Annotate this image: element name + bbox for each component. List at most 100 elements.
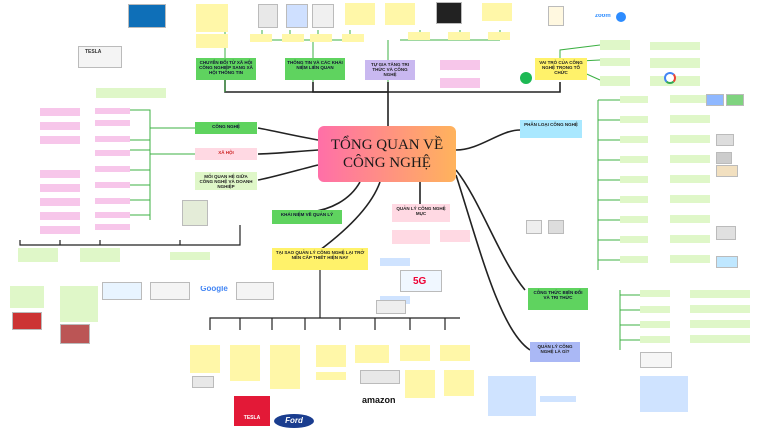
detail-box — [40, 108, 80, 116]
detail-box — [310, 34, 332, 42]
detail-box — [60, 286, 98, 322]
detail-box — [95, 108, 130, 114]
thumbnail-image — [716, 256, 738, 268]
thumbnail-image — [716, 152, 732, 164]
thumbnail-image — [526, 220, 542, 234]
branch-cong-nghe: CÔNG NGHỆ — [195, 122, 257, 134]
detail-box — [95, 198, 130, 204]
fiveg-image: 5G — [400, 270, 442, 292]
detail-box — [448, 32, 470, 40]
thumbnail-image — [286, 4, 308, 28]
detail-box — [95, 224, 130, 230]
thumbnail-image — [376, 300, 406, 314]
spotify-icon — [520, 72, 532, 84]
detail-box — [40, 212, 80, 220]
detail-box — [196, 4, 228, 32]
detail-box — [40, 226, 80, 234]
detail-box — [96, 88, 166, 98]
detail-box — [620, 236, 648, 243]
detail-box — [282, 34, 304, 42]
detail-box — [620, 196, 648, 203]
detail-box — [488, 32, 510, 40]
detail-box — [650, 58, 700, 68]
zoom-icon — [616, 12, 626, 22]
branch-tai-sao: TẠI SAO QUẢN LÝ CÔNG NGHỆ LẠI TRỞ NÊN CẤ… — [272, 248, 368, 270]
detail-box — [488, 376, 536, 416]
branch-chuyen-doi: CHUYỂN ĐỔI TỪ XÃ HỘI CÔNG NGHIỆP SANG XÃ… — [196, 58, 256, 80]
detail-box — [600, 76, 630, 86]
branch-xa-hoi: XÃ HỘI — [195, 148, 257, 160]
detail-box — [316, 372, 346, 380]
branch-phan-loai: PHÂN LOẠI CÔNG NGHỆ — [520, 120, 582, 138]
detail-box — [444, 370, 474, 396]
thumbnail-image — [548, 6, 564, 26]
detail-box — [40, 136, 80, 144]
detail-box — [440, 345, 470, 361]
detail-box — [95, 150, 130, 156]
detail-box — [650, 42, 700, 50]
google-logo: Google — [200, 286, 228, 293]
detail-box — [345, 3, 375, 25]
thumbnail-image — [716, 165, 738, 177]
tesla-showroom-image: TESLA — [78, 46, 122, 68]
detail-box — [640, 336, 670, 343]
detail-box — [95, 212, 130, 218]
detail-box — [95, 136, 130, 142]
detail-box — [670, 115, 710, 123]
detail-box — [95, 182, 130, 188]
thumbnail-image — [236, 282, 274, 300]
detail-box — [670, 95, 710, 103]
detail-box — [620, 116, 648, 123]
detail-box — [408, 32, 430, 40]
detail-box — [18, 248, 58, 262]
detail-box — [640, 290, 670, 297]
detail-box — [355, 345, 389, 363]
branch-quan-ly-la-gi: QUẢN LÝ CÔNG NGHỆ LÀ GÌ? — [530, 342, 580, 362]
amazon-logo: amazon — [362, 398, 396, 405]
detail-box — [620, 96, 648, 103]
detail-box — [670, 235, 710, 243]
thumbnail-image — [150, 282, 190, 300]
detail-box — [600, 40, 630, 50]
branch-moi-quan-he: MỐI QUAN HỆ GIỮA CÔNG NGHỆ VÀ DOANH NGHI… — [195, 172, 257, 190]
detail-box — [385, 3, 415, 25]
thumbnail-image — [12, 312, 42, 330]
detail-box — [670, 155, 710, 163]
tesla-logo: TESLA — [234, 396, 270, 426]
detail-box — [482, 3, 512, 21]
factory-image — [182, 200, 208, 226]
detail-box — [270, 345, 300, 389]
detail-box — [95, 166, 130, 172]
branch-thong-tin: THÔNG TIN VÀ CÁC KHÁI NIỆM LIÊN QUAN — [285, 58, 345, 80]
detail-box — [250, 34, 272, 42]
zoom-logo: zoom — [595, 14, 611, 19]
detail-box — [620, 176, 648, 183]
detail-box — [640, 376, 688, 412]
detail-box — [170, 252, 210, 260]
thumbnail-image — [716, 134, 734, 146]
branch-cong-thuc: CÔNG THỨC BIẾN ĐỔI VÀ TRI THỨC — [528, 288, 588, 310]
google-g-icon — [664, 72, 676, 84]
detail-box — [196, 34, 228, 48]
thumbnail-image — [60, 324, 90, 344]
thumbnail-image — [258, 4, 278, 28]
branch-quan-ly-muc: QUẢN LÝ CÔNG NGHỆ MỤC — [392, 204, 450, 222]
detail-box — [380, 258, 410, 266]
detail-box — [620, 156, 648, 163]
branch-khai-niem: KHÁI NIỆM VỀ QUẢN LÝ — [272, 210, 342, 224]
detail-box — [690, 335, 750, 343]
thumbnail-image — [716, 226, 736, 240]
detail-box — [690, 320, 750, 328]
detail-box — [40, 122, 80, 130]
thumbnail-image — [102, 282, 142, 300]
detail-box — [640, 321, 670, 328]
thumbnail-image — [192, 376, 214, 388]
central-topic: TỔNG QUAN VỀ CÔNG NGHỆ — [318, 126, 456, 182]
detail-box — [95, 120, 130, 126]
detail-box — [40, 198, 80, 206]
thumbnail-image — [128, 4, 166, 28]
detail-box — [670, 175, 710, 183]
detail-box — [440, 230, 470, 242]
detail-box — [342, 34, 364, 42]
